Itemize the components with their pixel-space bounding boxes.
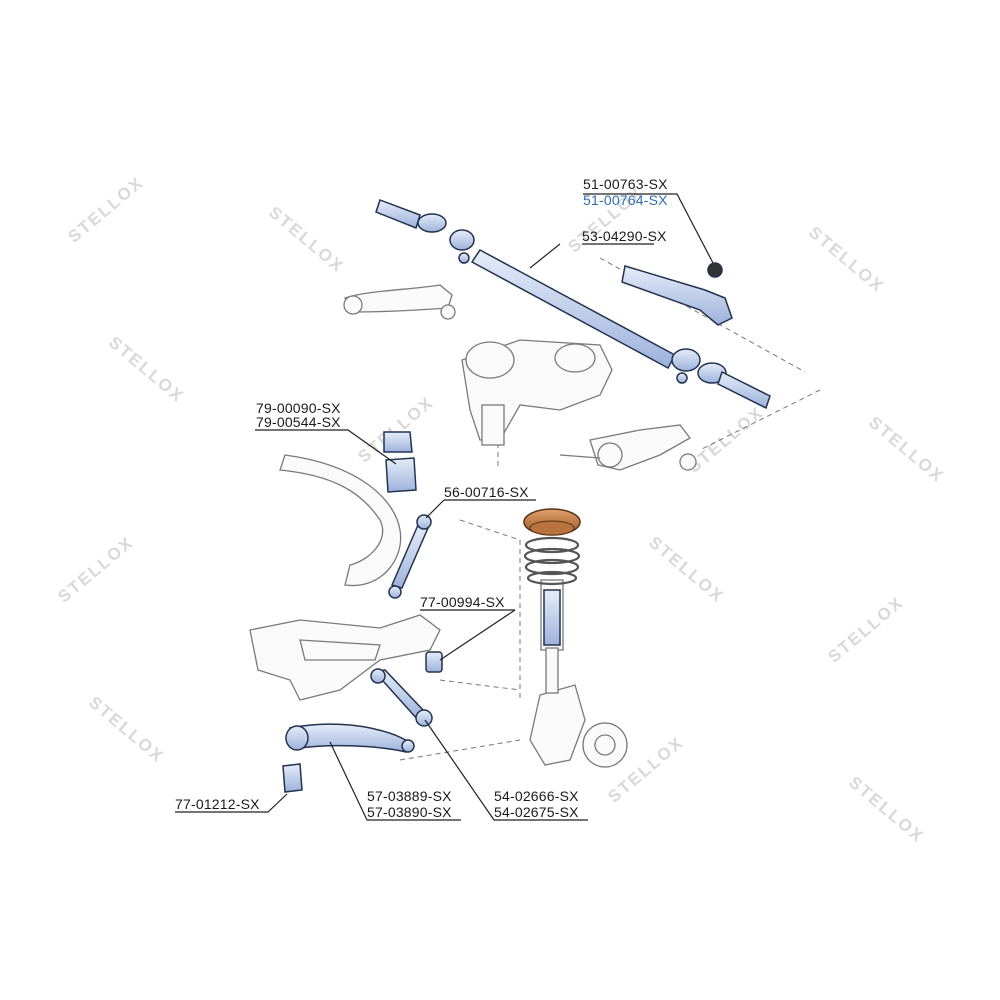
tie-rod-ball-left bbox=[458, 252, 470, 264]
part-label-strut-arm: 54-02666-SX bbox=[494, 788, 579, 804]
tie-rod-sleeve-right bbox=[697, 362, 727, 384]
part-label-stab-link: 56-00716-SX bbox=[444, 484, 529, 500]
thrust-arm-eye bbox=[370, 668, 386, 684]
leader-line-control-arm bbox=[329, 741, 368, 821]
arm-bushing bbox=[282, 763, 303, 793]
strut-rod bbox=[543, 589, 561, 646]
guide-line bbox=[699, 389, 821, 451]
thrust-arm-joint bbox=[415, 709, 433, 727]
pitman-arm-eye bbox=[343, 295, 363, 315]
stab-bushing bbox=[385, 457, 417, 493]
tie-rod-end bbox=[621, 265, 733, 326]
part-label-arm-bushing: 77-01212-SX bbox=[175, 796, 260, 812]
highlighted-parts bbox=[282, 199, 771, 793]
top-mount-base bbox=[529, 520, 575, 536]
spring-top-mount bbox=[523, 508, 581, 536]
steering-box-cap bbox=[465, 341, 515, 379]
leader-line-arm-bushing bbox=[175, 793, 288, 813]
tie-rod-joint-right bbox=[671, 348, 701, 372]
leader-line-tie-rod bbox=[529, 243, 561, 269]
leader-line-stab-link bbox=[425, 499, 445, 519]
hub-center bbox=[594, 734, 616, 756]
part-label-stab-bushing: 79-00090-SX bbox=[256, 400, 341, 416]
part-label-tie-rod-end-alt: 51-00764-SX bbox=[583, 192, 668, 208]
stabilizer-bar-outline bbox=[279, 454, 402, 587]
knuckle-outline bbox=[529, 684, 586, 766]
idler-arm-eye bbox=[597, 442, 623, 468]
tie-rod-joint-left bbox=[449, 229, 475, 251]
pitman-nut bbox=[440, 304, 456, 320]
leader-lines bbox=[175, 193, 714, 821]
guide-line bbox=[399, 739, 521, 761]
tie-rod-end-nut bbox=[707, 262, 723, 278]
leader-line-spring-mount bbox=[439, 609, 516, 661]
part-label-tie-rod-end: 51-00763-SX bbox=[583, 176, 668, 192]
leader-line-tie-rod-end bbox=[583, 193, 714, 264]
part-label-stab-bushing-alt: 79-00544-SX bbox=[256, 414, 341, 430]
tie-rod-sleeve-left bbox=[417, 213, 447, 233]
steering-box-shaft bbox=[481, 404, 505, 446]
stab-link-bottom bbox=[388, 585, 402, 599]
tie-rod-ball-right bbox=[676, 372, 688, 384]
part-label-spring-mount: 77-00994-SX bbox=[420, 594, 505, 610]
part-label-strut-arm-alt: 54-02675-SX bbox=[494, 804, 579, 820]
coil-spring bbox=[523, 536, 581, 586]
tie-rod-shaft bbox=[470, 249, 677, 370]
part-label-tie-rod: 53-04290-SX bbox=[582, 228, 667, 244]
subframe-web bbox=[299, 639, 381, 661]
idler-bolt bbox=[559, 454, 601, 459]
steering-box-cap bbox=[554, 343, 596, 373]
control-arm-bush-eye bbox=[285, 725, 309, 751]
spring-mount-bushing bbox=[425, 651, 443, 673]
inner-tie-rod-left bbox=[375, 199, 421, 229]
leader-line-stab-bushing bbox=[255, 429, 397, 465]
strut-lower-outline bbox=[545, 647, 559, 694]
context-outlines bbox=[249, 284, 697, 768]
part-label-control-arm-alt: 57-03890-SX bbox=[367, 804, 452, 820]
idler-nut bbox=[679, 453, 697, 471]
stab-link-top bbox=[416, 514, 432, 530]
control-arm-joint bbox=[401, 739, 415, 753]
stab-bushing-top bbox=[383, 431, 413, 453]
guide-line bbox=[459, 519, 521, 541]
part-label-control-arm: 57-03889-SX bbox=[367, 788, 452, 804]
guide-line bbox=[439, 679, 521, 691]
inner-tie-rod-right bbox=[717, 370, 771, 410]
pitman-arm-outline bbox=[344, 284, 453, 313]
leader-line-strut-arm bbox=[424, 719, 495, 821]
